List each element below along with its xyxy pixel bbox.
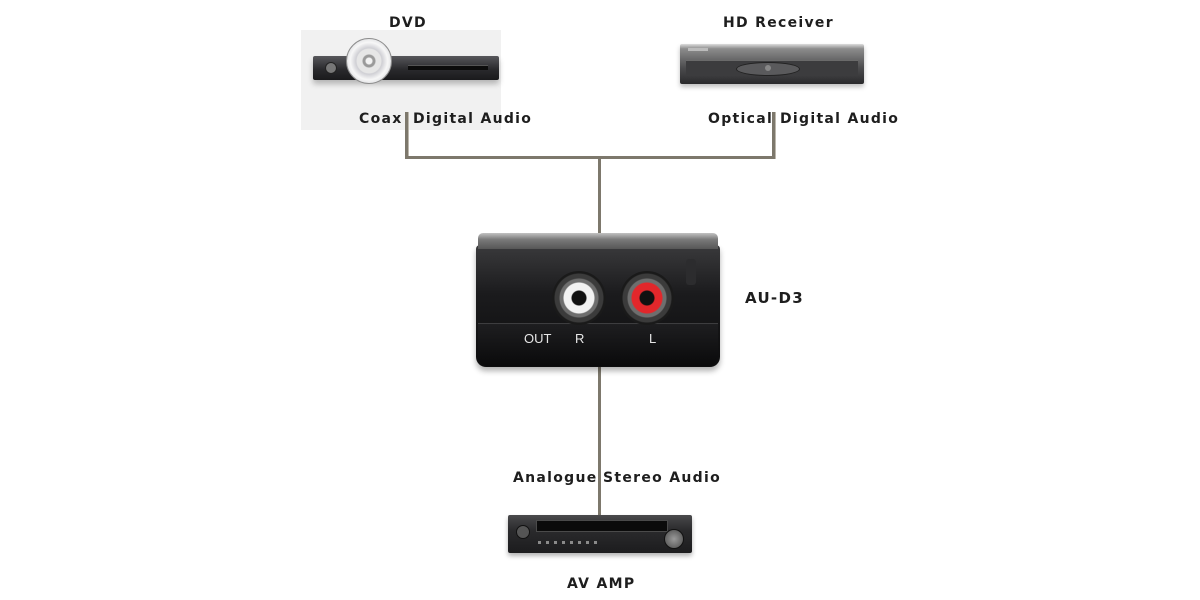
av-amp-label: AV AMP [567,576,636,592]
optical-cable [772,112,775,159]
port-r-label: R [575,331,585,346]
hd-receiver-icon [680,44,864,88]
dvd-player-icon [301,30,501,130]
input-bus-cable [405,156,775,159]
stereo-audio-label: Stereo Audio [603,470,722,486]
hd-receiver-label: HD Receiver [723,15,834,31]
optical-digital-audio-label: Digital Audio [780,111,900,127]
optical-cable-shadow [775,112,776,159]
rca-jack-right[interactable] [552,271,606,325]
port-out-label: OUT [524,331,552,346]
coax-cable [405,112,408,159]
coax-cable-shadow [408,112,409,159]
optical-label: Optical [708,111,774,127]
analogue-label: Analogue [513,470,598,486]
port-l-label: L [649,331,657,346]
disc-icon [346,38,392,84]
av-amp-icon [508,515,692,555]
converter-label: AU-D3 [745,289,804,307]
converter-box-icon: OUT R L [476,233,720,367]
converter-input-cable [598,156,601,236]
rca-jack-left[interactable] [620,271,674,325]
coax-label: Coax [359,111,403,127]
coax-digital-audio-label: Digital Audio [413,111,533,127]
analogue-output-cable [598,366,601,518]
dvd-label: DVD [389,15,427,31]
